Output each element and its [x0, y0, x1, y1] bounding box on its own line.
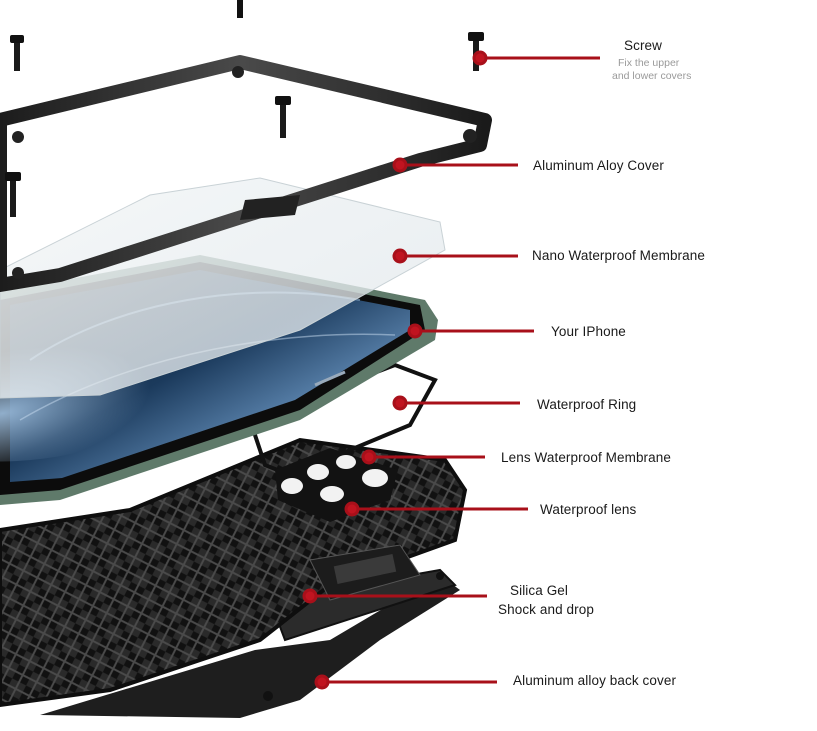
- screw: [275, 96, 291, 138]
- label-nano-waterproof-membrane: Nano Waterproof Membrane: [532, 248, 705, 263]
- leader-your-iphone: [407, 323, 534, 339]
- leader-aluminum-alloy-back-cover: [314, 674, 497, 690]
- leader-waterproof-ring: [392, 395, 520, 411]
- screw: [237, 0, 243, 18]
- label-waterproof-ring: Waterproof Ring: [537, 397, 637, 412]
- leader-waterproof-lens: [344, 501, 528, 517]
- screw-note-line-1: Fix the upper: [618, 57, 680, 69]
- label-your-iphone: Your IPhone: [551, 324, 626, 339]
- label-screw: Screw: [624, 38, 663, 53]
- leader-lens-waterproof-membrane: [361, 449, 485, 465]
- leader-silica-gel: [302, 588, 487, 604]
- leader-nano-waterproof-membrane: [392, 248, 518, 264]
- waterproof-ring: [247, 362, 438, 478]
- label-silica-gel: Silica Gel: [510, 583, 569, 598]
- leader-screw: [472, 50, 600, 66]
- label-lens-waterproof-membrane: Lens Waterproof Membrane: [501, 450, 671, 465]
- waterproof-lens-plate: [275, 448, 398, 522]
- aluminum-aloy-cover-frame: [0, 55, 492, 292]
- screw-note-line-2: and lower covers: [612, 70, 692, 82]
- screw: [10, 35, 24, 71]
- leader-aluminum-aloy-cover: [392, 157, 518, 173]
- label-silica-gel-sub: Shock and drop: [498, 602, 594, 617]
- leader-lines: [302, 50, 600, 690]
- screw: [5, 172, 21, 217]
- label-aluminum-alloy-back-cover: Aluminum alloy back cover: [513, 673, 677, 688]
- label-aluminum-aloy-cover: Aluminum Aloy Cover: [533, 158, 664, 173]
- nano-membrane-glass: [0, 177, 446, 399]
- label-waterproof-lens: Waterproof lens: [540, 502, 637, 517]
